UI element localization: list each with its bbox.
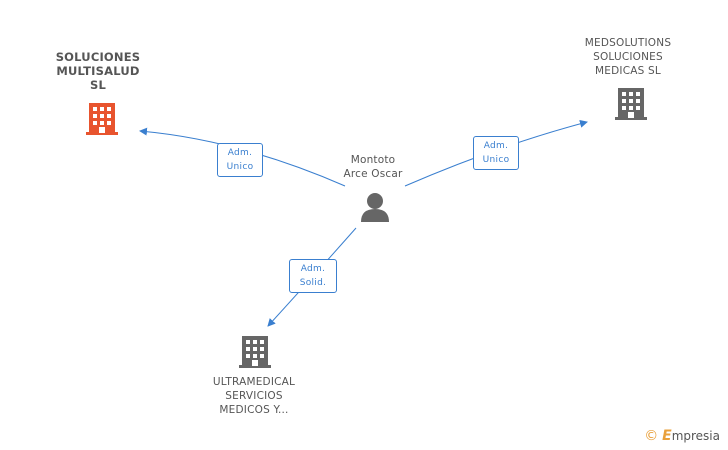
person-line-1: Montoto bbox=[350, 154, 396, 166]
role-badge-bottom: Adm. Solid. bbox=[289, 259, 337, 293]
building-icon[interactable] bbox=[615, 86, 647, 120]
company-bottom-line-2: SERVICIOS bbox=[225, 390, 283, 402]
building-icon[interactable] bbox=[239, 334, 271, 368]
role-badge-right: Adm. Unico bbox=[473, 136, 519, 170]
company-left-line-3: SL bbox=[89, 78, 106, 92]
person-line-2: Arce Oscar bbox=[343, 168, 403, 180]
copyright-symbol: © bbox=[644, 428, 659, 444]
role-badge-left-line-1: Adm. bbox=[227, 148, 253, 158]
role-badge-bottom-line-2: Solid. bbox=[299, 278, 327, 288]
person-label[interactable]: Montoto Arce Oscar bbox=[323, 153, 423, 181]
company-left-line-2: MULTISALUD bbox=[56, 64, 140, 78]
role-badge-right-line-1: Adm. bbox=[483, 141, 509, 151]
brand-name: mpresia bbox=[671, 429, 720, 443]
building-icon[interactable] bbox=[86, 101, 118, 135]
person-icon[interactable] bbox=[361, 192, 389, 222]
company-bottom-label[interactable]: ULTRAMEDICAL SERVICIOS MEDICOS Y... bbox=[198, 375, 310, 417]
company-left-line-1: SOLUCIONES bbox=[55, 50, 141, 64]
company-left-label[interactable]: SOLUCIONES MULTISALUD SL bbox=[48, 50, 148, 92]
company-right-line-3: MEDICAS SL bbox=[595, 65, 661, 77]
company-bottom-line-1: ULTRAMEDICAL bbox=[212, 376, 296, 388]
role-badge-right-line-2: Unico bbox=[482, 155, 510, 165]
role-badge-left: Adm. Unico bbox=[217, 143, 263, 177]
role-badge-bottom-line-1: Adm. bbox=[300, 264, 326, 274]
role-badge-left-line-2: Unico bbox=[226, 162, 254, 172]
company-right-line-1: MEDSOLUTIONS bbox=[584, 37, 672, 49]
brand-initial: E bbox=[662, 428, 672, 444]
brand-logo: © Empresia bbox=[644, 428, 720, 444]
company-right-label[interactable]: MEDSOLUTIONS SOLUCIONES MEDICAS SL bbox=[573, 36, 683, 78]
company-bottom-line-3: MEDICOS Y... bbox=[219, 404, 289, 416]
company-right-line-2: SOLUCIONES bbox=[593, 51, 663, 63]
